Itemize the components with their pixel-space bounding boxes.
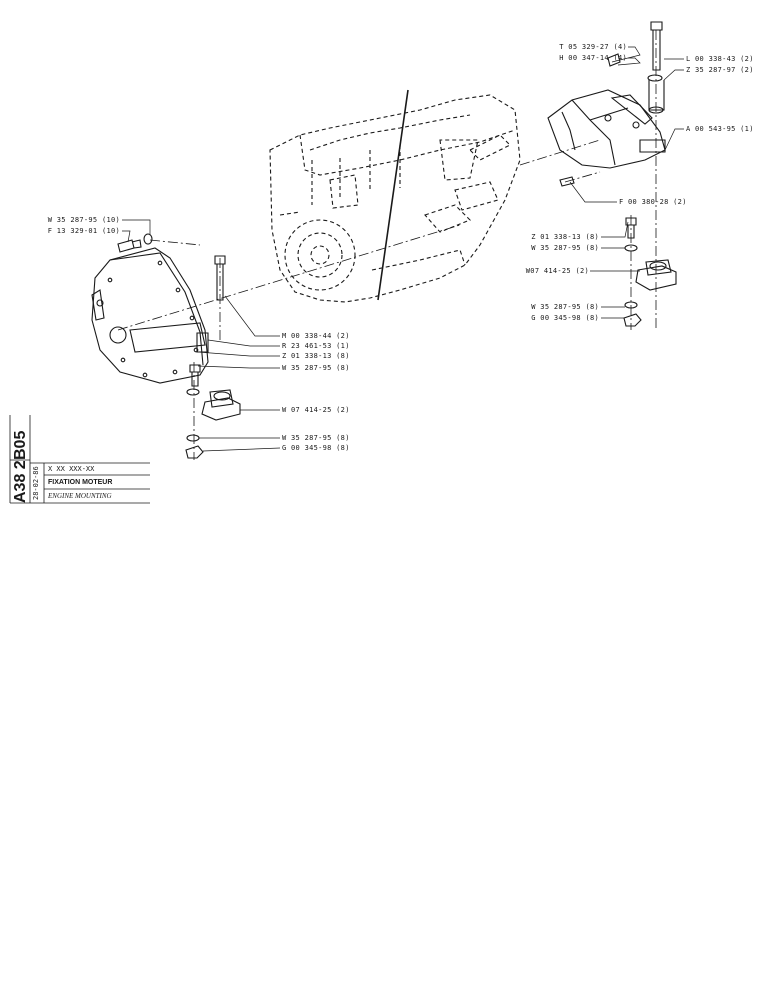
right-top-bolts [607, 21, 665, 114]
title-block-frame [9, 415, 150, 504]
sheet-code-secondary: A38 2 [12, 460, 29, 503]
engine-block [269, 94, 521, 303]
part-label: Z 35 287-97 (2) [686, 66, 754, 74]
bell-housing [91, 247, 209, 384]
part-label: F 13 329-01 (10) [47, 227, 120, 235]
part-label: L 00 338-43 (2) [686, 55, 754, 63]
part-label: W 35 287-95 (8) [282, 364, 350, 372]
sheet-date: 28-02-86 [32, 466, 40, 500]
sheet-reference: X XX XXX-XX [48, 465, 95, 473]
right-bracket [547, 89, 666, 169]
title-french: FIXATION MOTEUR [48, 479, 113, 486]
leader-lines-left [122, 219, 281, 452]
part-label: T 05 329-27 (4) [559, 43, 627, 51]
centerlines [117, 30, 657, 460]
part-label: W 35 287-95 (8) [531, 244, 599, 252]
left-mount-stack [185, 364, 241, 459]
part-label: A 00 543-95 (1) [686, 125, 754, 133]
part-label: W 35 287-95 (8) [531, 303, 599, 311]
part-label: W 07 414-25 (2) [282, 406, 350, 414]
part-label: G 00 345-98 (8) [282, 444, 350, 452]
right-mount-stack [623, 217, 677, 327]
part-label: Z 01 338-13 (8) [282, 352, 350, 360]
part-label: G 00 345-98 (8) [531, 314, 599, 322]
section-cut-line [377, 89, 409, 301]
pin [559, 176, 575, 187]
left-top-bolt-washer [117, 233, 153, 253]
part-label: W07 414-25 (2) [525, 267, 589, 275]
part-label: W 35 287-95 (8) [282, 434, 350, 442]
sheet-code-primary: B05 [12, 430, 29, 460]
part-label: M 00 338-44 (2) [282, 332, 350, 340]
part-label: Z 01 338-13 (8) [531, 233, 599, 241]
title-english: ENGINE MOUNTING [48, 492, 112, 500]
part-label: R 23 461-53 (1) [282, 342, 350, 350]
leader-lines-right [569, 46, 684, 319]
part-label: F 00 380-28 (2) [619, 198, 687, 206]
part-label: W 35 287-95 (10) [47, 216, 120, 224]
part-label: H 00 347-14 (4) [559, 54, 627, 62]
